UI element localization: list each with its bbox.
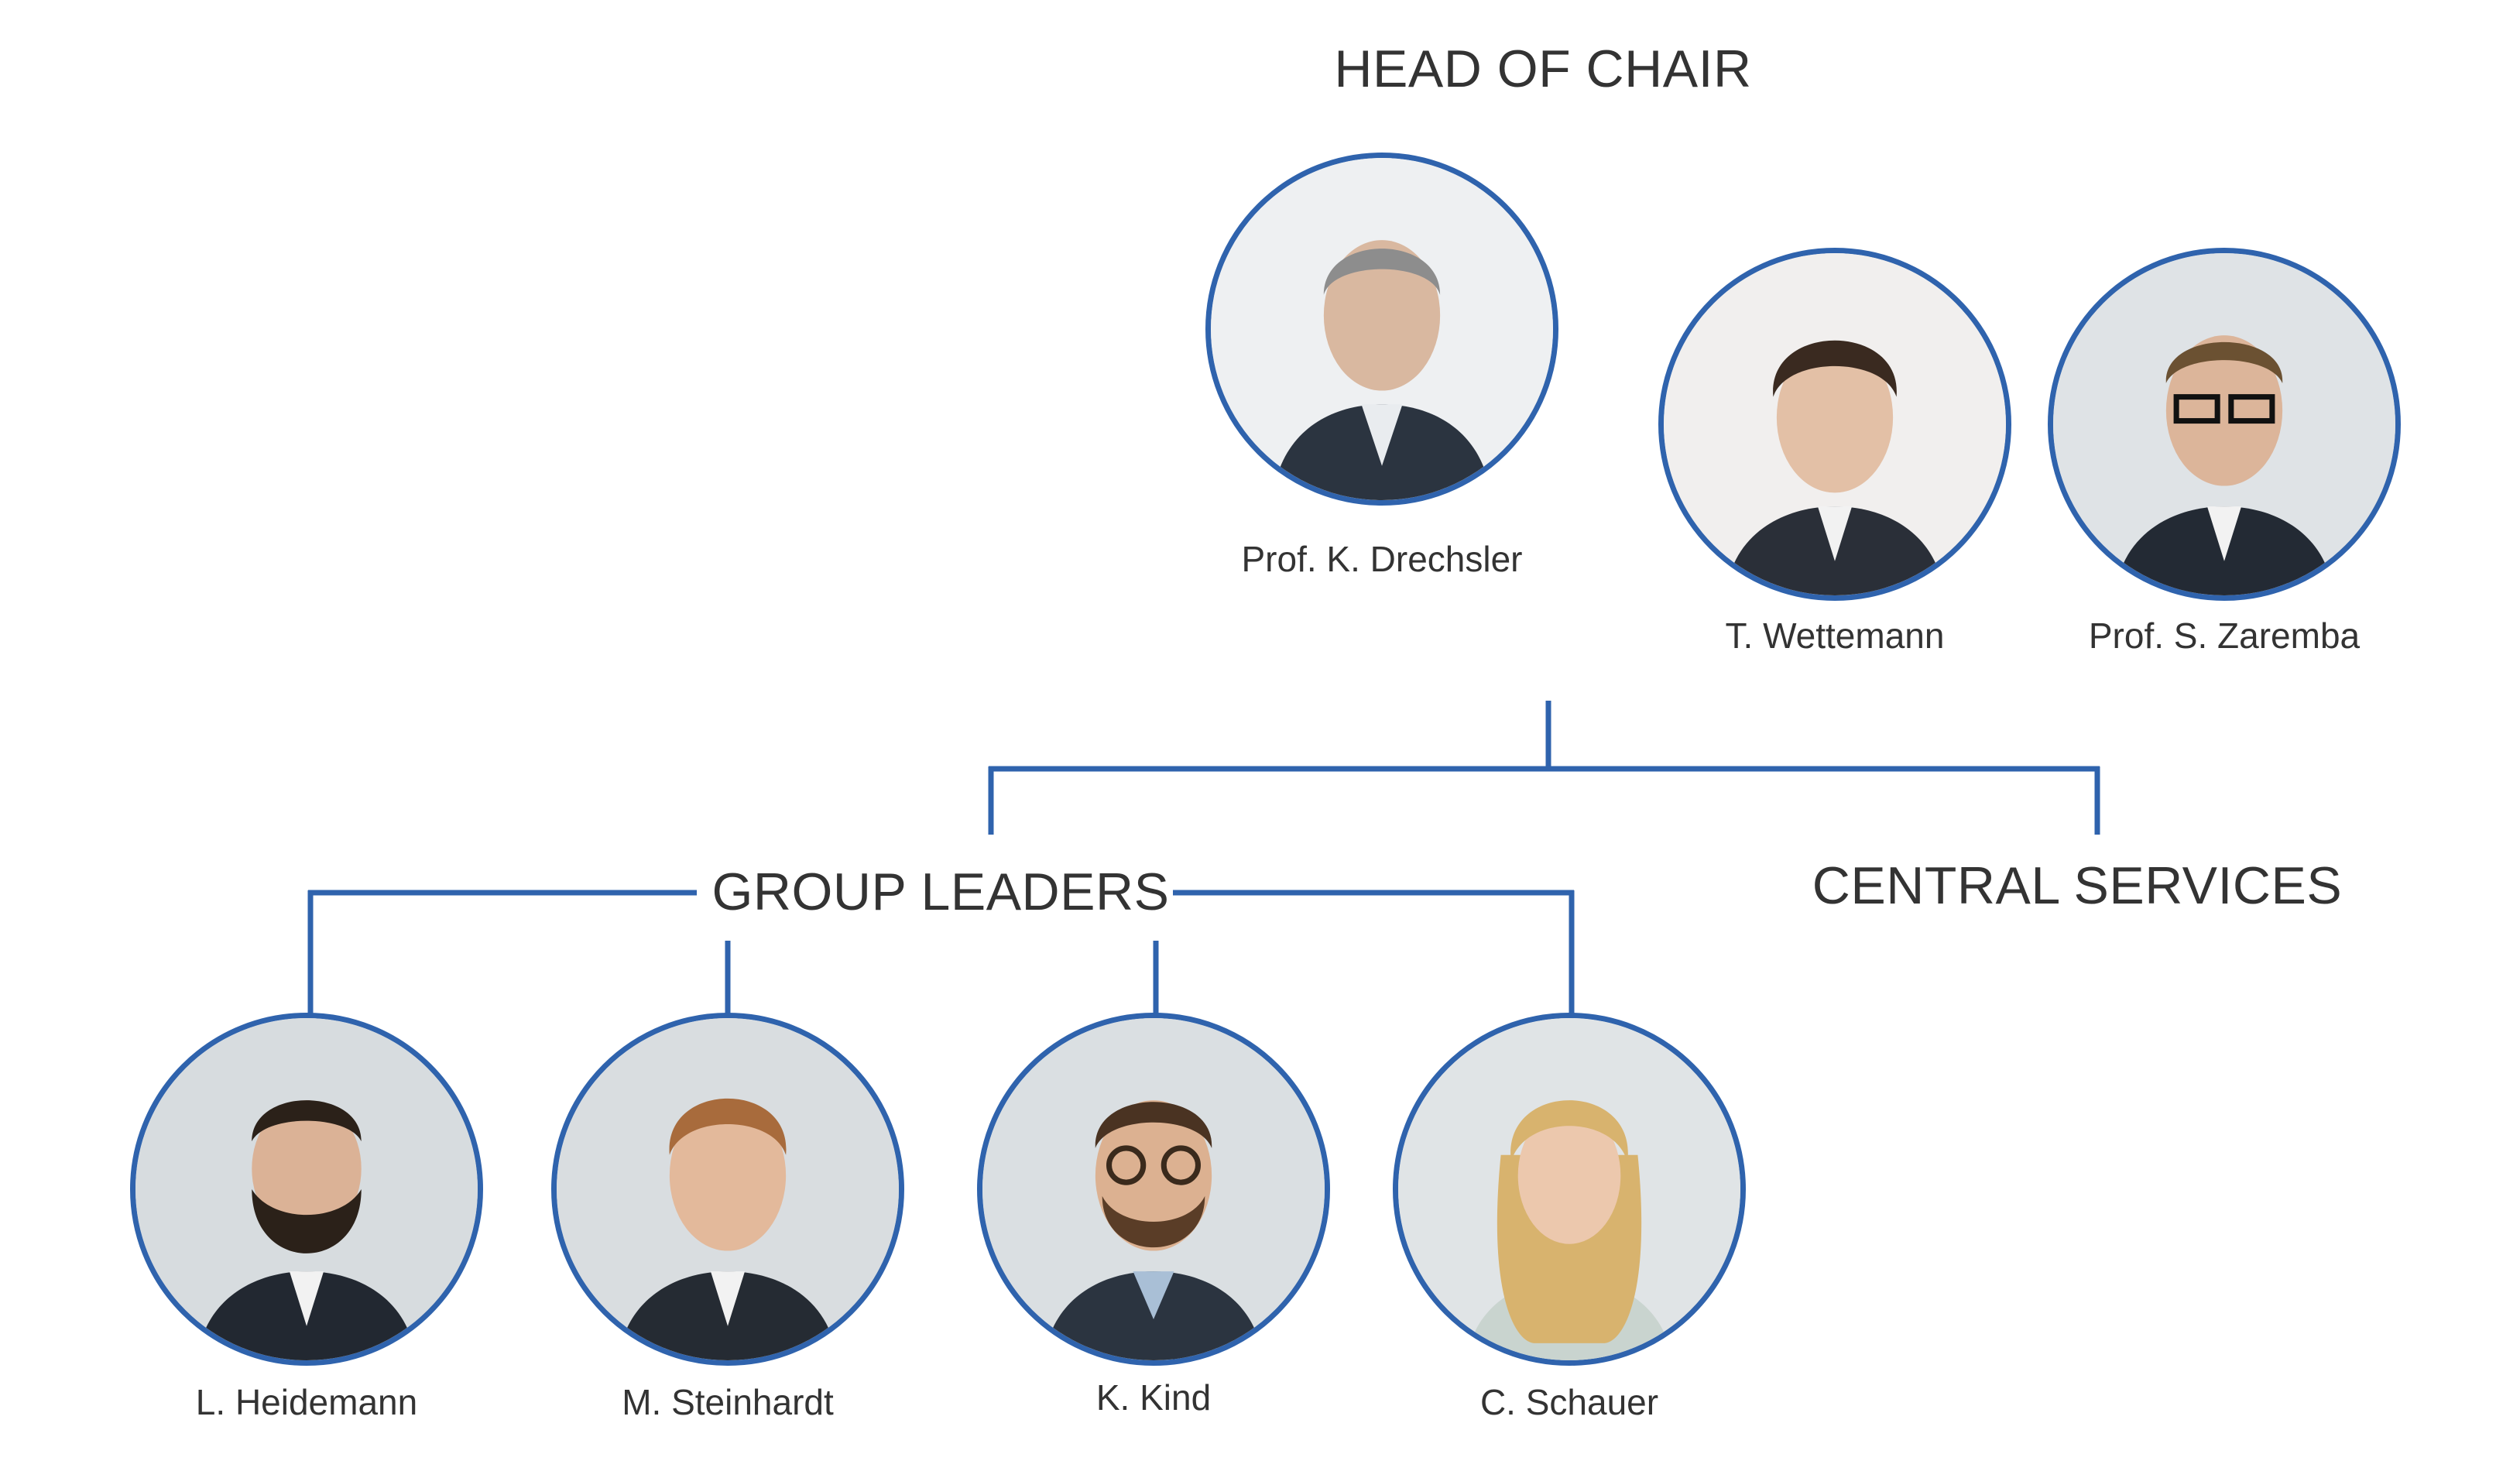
central-services-title: CENTRAL SERVICES [1812, 856, 2343, 915]
person-name: C. Schauer [1479, 1382, 1659, 1422]
person-deputy-1: T. Wettemann [1658, 248, 2011, 657]
portrait-photo-icon [1205, 153, 1558, 506]
person-name: K. Kind [1095, 1377, 1212, 1418]
person-name: L. Heidemann [195, 1382, 418, 1422]
person-name: M. Steinhardt [622, 1382, 834, 1422]
person-deputy-2: Prof. S. Zaremba [2048, 248, 2401, 657]
person-name: Prof. S. Zaremba [2088, 616, 2361, 656]
portrait-photo-icon [130, 1013, 483, 1366]
person-group-4: C. Schauer [1393, 1013, 1746, 1423]
person-name: Prof. K. Drechsler [1241, 539, 1523, 579]
portrait-photo-icon [1658, 248, 2011, 601]
person-group-2: M. Steinhardt [551, 1013, 904, 1423]
portrait-photo-icon [977, 1013, 1330, 1366]
person-name: T. Wettemann [1725, 616, 1945, 656]
group-leaders-title: GROUP LEADERS [711, 862, 1170, 921]
person-head: Prof. K. Drechsler [1205, 153, 1558, 580]
head-of-chair-title: HEAD OF CHAIR [1334, 39, 1752, 98]
portrait-photo-icon [1393, 1013, 1746, 1366]
portrait-photo-icon [2048, 248, 2401, 601]
portrait-photo-icon [551, 1013, 904, 1366]
person-group-1: L. Heidemann [130, 1013, 483, 1423]
person-group-3: K. Kind [977, 1013, 1330, 1418]
